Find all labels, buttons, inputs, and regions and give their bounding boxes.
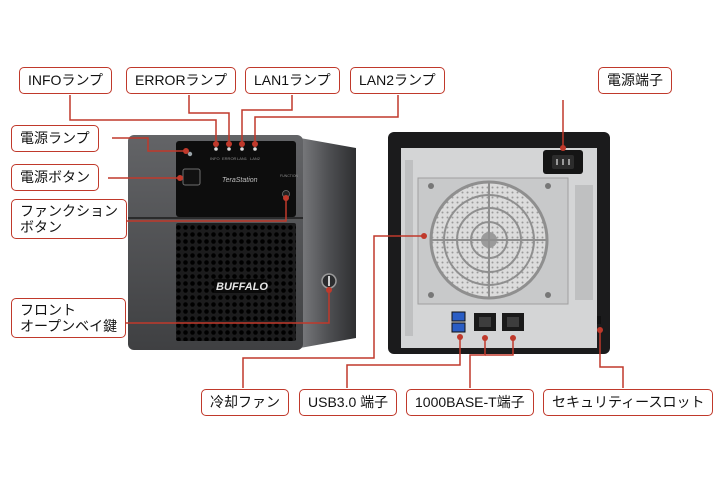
function-small-label: FUNCTION: [280, 174, 299, 178]
cooling-fan-label: 冷却ファン: [201, 389, 289, 416]
front-key-label-line2: オープンベイ鍵: [20, 318, 118, 334]
usb-port-2: [451, 322, 466, 333]
power-terminal-label: 電源端子: [598, 67, 672, 94]
brand-logo: BUFFALO: [216, 281, 268, 293]
led-label-lan2: LAN2: [250, 156, 261, 161]
power-lamp-label: 電源ランプ: [11, 125, 99, 152]
power-button-label: 電源ボタン: [11, 164, 99, 191]
lan1-led: [240, 147, 244, 151]
front-display-panel: [176, 141, 296, 217]
model-name: TeraStation: [222, 177, 258, 184]
usb-port-1: [451, 311, 466, 322]
front-unit-side: [300, 138, 356, 348]
info-led: [214, 147, 218, 151]
error-led: [227, 147, 231, 151]
security-slot-label: セキュリティースロット: [543, 389, 714, 416]
front-key-label: フロント オープンベイ鍵: [11, 298, 127, 338]
security-slot: [597, 316, 601, 324]
led-label-lan1: LAN1: [237, 156, 248, 161]
power-button: [182, 168, 201, 186]
power-lamp-led: [187, 151, 193, 157]
error-lamp-label: ERRORランプ: [126, 67, 237, 94]
function-button-label: ファンクション ボタン: [11, 199, 127, 239]
function-button-label-line1: ファンクション: [20, 203, 118, 219]
info-lamp-label: INFOランプ: [19, 67, 113, 94]
front-key-label-line1: フロント: [20, 302, 76, 318]
lan2-led: [253, 147, 257, 151]
led-label-info: INFO: [210, 156, 220, 161]
lan2-lamp-label: LAN2ランプ: [350, 67, 445, 94]
lan1-lamp-label: LAN1ランプ: [245, 67, 340, 94]
ethernet-port-label: 1000BASE-T端子: [406, 389, 534, 416]
function-button-label-line2: ボタン: [20, 219, 62, 235]
led-label-error: ERROR: [222, 156, 237, 161]
usb30-port-label: USB3.0 端子: [299, 389, 398, 416]
